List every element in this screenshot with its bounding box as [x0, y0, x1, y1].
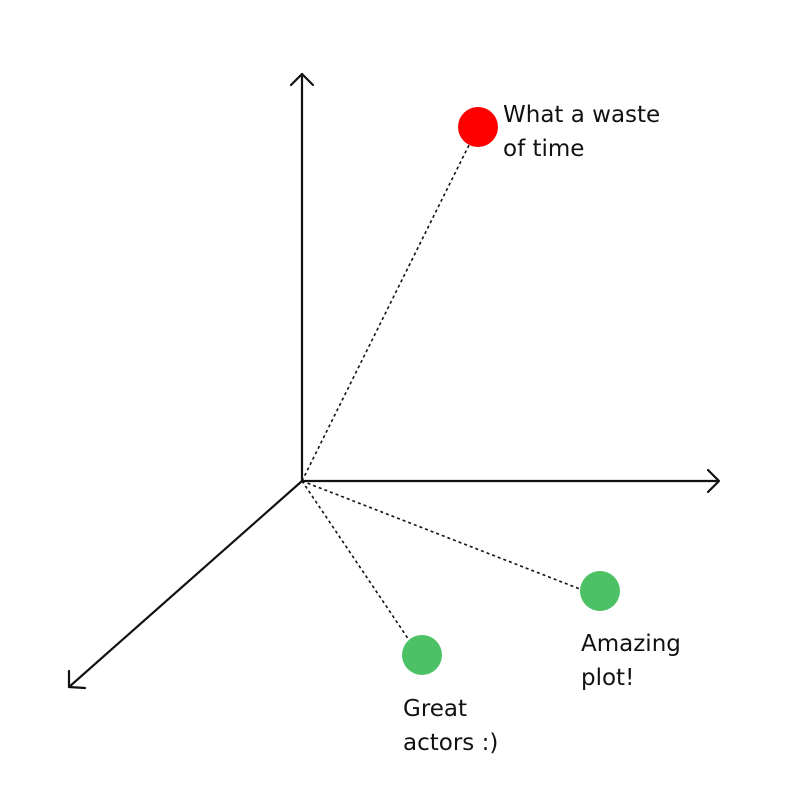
- point-great: [402, 635, 442, 675]
- point-waste: [458, 107, 498, 147]
- point-label-line: Great: [403, 696, 468, 722]
- point-label-amazing: Amazing plot!: [581, 627, 681, 695]
- point-label-waste: What a waste of time: [503, 98, 660, 166]
- depth-axis: [67, 479, 304, 689]
- point-label-line: Amazing: [581, 631, 681, 657]
- point-label-line: of time: [503, 136, 585, 162]
- point-label-great: Great actors :): [403, 692, 498, 760]
- horizontal-axis-arrowhead: [706, 468, 721, 494]
- point-amazing: [580, 571, 620, 611]
- point-label-line: What a waste: [503, 102, 661, 128]
- vector-line-amazing: [301, 480, 586, 592]
- depth-axis-arrowhead: [67, 669, 87, 690]
- vertical-axis-arrowhead: [289, 72, 315, 87]
- vector-line-waste: [301, 142, 471, 482]
- point-label-line: actors :): [403, 730, 499, 756]
- point-label-line: plot!: [581, 665, 635, 691]
- vector-line-great: [301, 480, 412, 644]
